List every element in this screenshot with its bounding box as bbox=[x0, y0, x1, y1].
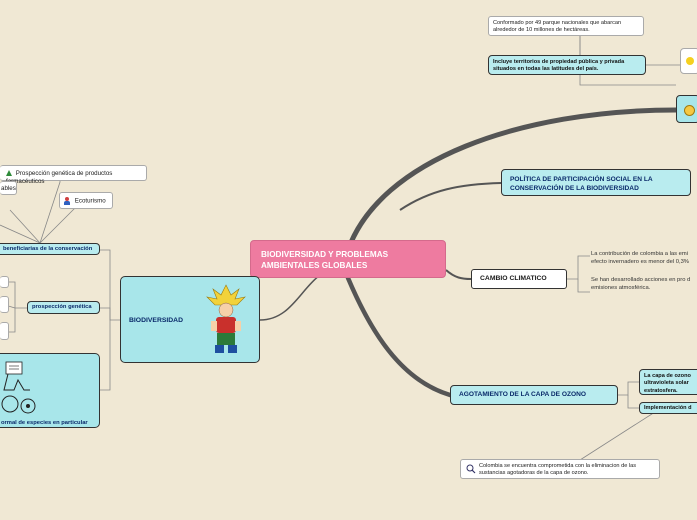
beneficiarias-label: beneficiarias de la conservación bbox=[3, 246, 92, 252]
prospeccion-label: prospección genética bbox=[32, 304, 92, 310]
robot-icon bbox=[0, 360, 40, 416]
colombia-text: Colombia se encuentra comprometida con l… bbox=[479, 463, 636, 476]
cambio-note-2-text: Se han desarrollado acciones en pro d em… bbox=[591, 277, 690, 291]
stub-node-1[interactable] bbox=[0, 276, 9, 288]
cambio-note-1: La contribución de colombia a las emi ef… bbox=[591, 251, 697, 267]
biodiversidad-node[interactable]: BIODIVERSIDAD bbox=[120, 276, 260, 363]
ozono-node[interactable]: AGOTAMIENTO DE LA CAPA DE OZONO bbox=[450, 385, 618, 405]
stub-node-3[interactable] bbox=[0, 322, 9, 340]
especies-label: ormal de especies en particular bbox=[1, 420, 88, 428]
cambio-node[interactable]: CAMBIO CLIMATICO bbox=[471, 269, 567, 289]
cartoon-character-icon bbox=[201, 283, 251, 359]
conformado-node[interactable]: Conformado por 49 parque nacionales que … bbox=[488, 16, 644, 36]
ables-node[interactable]: ables bbox=[0, 181, 17, 195]
smiley-face-icon bbox=[684, 105, 695, 116]
central-topic[interactable]: BIODIVERSIDAD Y PROBLEMAS AMBIENTALES GL… bbox=[250, 240, 446, 278]
colombia-node[interactable]: Colombia se encuentra comprometida con l… bbox=[460, 459, 660, 479]
incluye-text: Incluye territorios de propiedad pública… bbox=[493, 59, 624, 72]
face-node[interactable] bbox=[676, 95, 697, 123]
ozono-label: AGOTAMIENTO DE LA CAPA DE OZONO bbox=[459, 391, 586, 398]
conformado-text: Conformado por 49 parque nacionales que … bbox=[493, 20, 621, 33]
beneficiarias-node[interactable]: beneficiarias de la conservación bbox=[0, 243, 100, 255]
incluye-node[interactable]: Incluye territorios de propiedad pública… bbox=[488, 55, 646, 75]
person-icon bbox=[64, 197, 70, 205]
cambio-label: CAMBIO CLIMATICO bbox=[480, 275, 547, 282]
politica-node[interactable]: POLÍTICA DE PARTICIPACIÓN SOCIAL EN LA C… bbox=[501, 169, 691, 196]
capa-text: La capa de ozono ultravioleta solar estr… bbox=[644, 373, 691, 394]
stub-node-2[interactable] bbox=[0, 296, 9, 313]
especies-node[interactable]: ormal de especies en particular bbox=[0, 353, 100, 428]
bulb-node[interactable] bbox=[680, 48, 697, 74]
cambio-note-1-text: La contribución de colombia a las emi ef… bbox=[591, 251, 689, 265]
cambio-note-2: Se han desarrollado acciones en pro d em… bbox=[591, 277, 697, 293]
capa-node[interactable]: La capa de ozono ultravioleta solar estr… bbox=[639, 369, 697, 395]
magnifier-icon bbox=[466, 464, 476, 474]
triangle-icon bbox=[6, 170, 12, 176]
implementacion-node[interactable]: Implementación d bbox=[639, 402, 697, 414]
prospeccion-node[interactable]: prospección genética bbox=[27, 301, 100, 314]
implementacion-text: Implementación d bbox=[644, 405, 692, 411]
biodiversidad-label: BIODIVERSIDAD bbox=[129, 317, 183, 326]
ecoturismo-node[interactable]: Ecoturismo bbox=[59, 192, 113, 209]
ables-label: ables bbox=[1, 185, 16, 192]
central-topic-label: BIODIVERSIDAD Y PROBLEMAS AMBIENTALES GL… bbox=[261, 250, 388, 270]
prospeccion-productos-node[interactable]: Prospección genética de productos farmac… bbox=[0, 165, 147, 181]
ecoturismo-label: Ecoturismo bbox=[75, 198, 106, 205]
lightbulb-icon bbox=[686, 57, 694, 65]
politica-label: POLÍTICA DE PARTICIPACIÓN SOCIAL EN LA C… bbox=[510, 176, 652, 192]
